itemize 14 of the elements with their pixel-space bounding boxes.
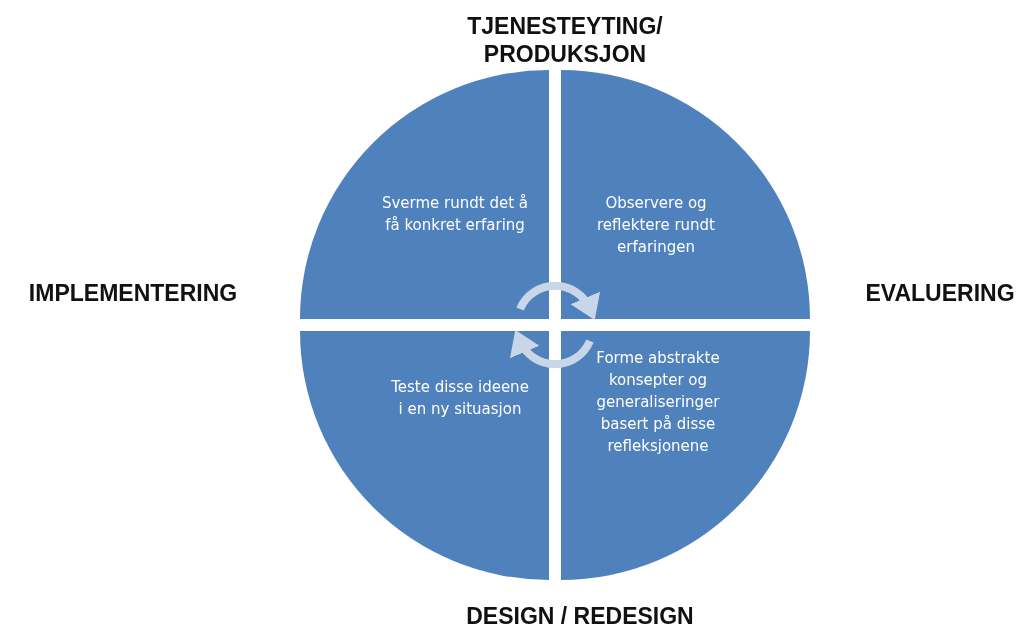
quadrant-segment [300, 331, 549, 580]
quadrant-text: Sverme rundt det å få konkret erfaring [380, 193, 530, 236]
phase-label: EVALUERING [864, 279, 1016, 307]
quadrant-segment [561, 331, 810, 580]
phase-label: IMPLEMENTERING [27, 279, 239, 307]
phase-label: TJENESTEYTING/ PRODUKSJON [466, 12, 664, 68]
cycle-arrow [516, 281, 599, 320]
quadrant-text: Forme abstrakte konsepter og generaliseringer basert på disse refleksjonene [595, 348, 721, 457]
quadrant-text: Observere og reflektere rundt erfaringen [596, 193, 716, 258]
phase-label: DESIGN / REDESIGN [465, 602, 695, 630]
quadrant-segment [561, 70, 810, 319]
cycle-arrow [511, 330, 594, 369]
quadrant-text: Teste disse ideene i en ny situasjon [390, 377, 530, 420]
quadrant-segment [300, 70, 549, 319]
